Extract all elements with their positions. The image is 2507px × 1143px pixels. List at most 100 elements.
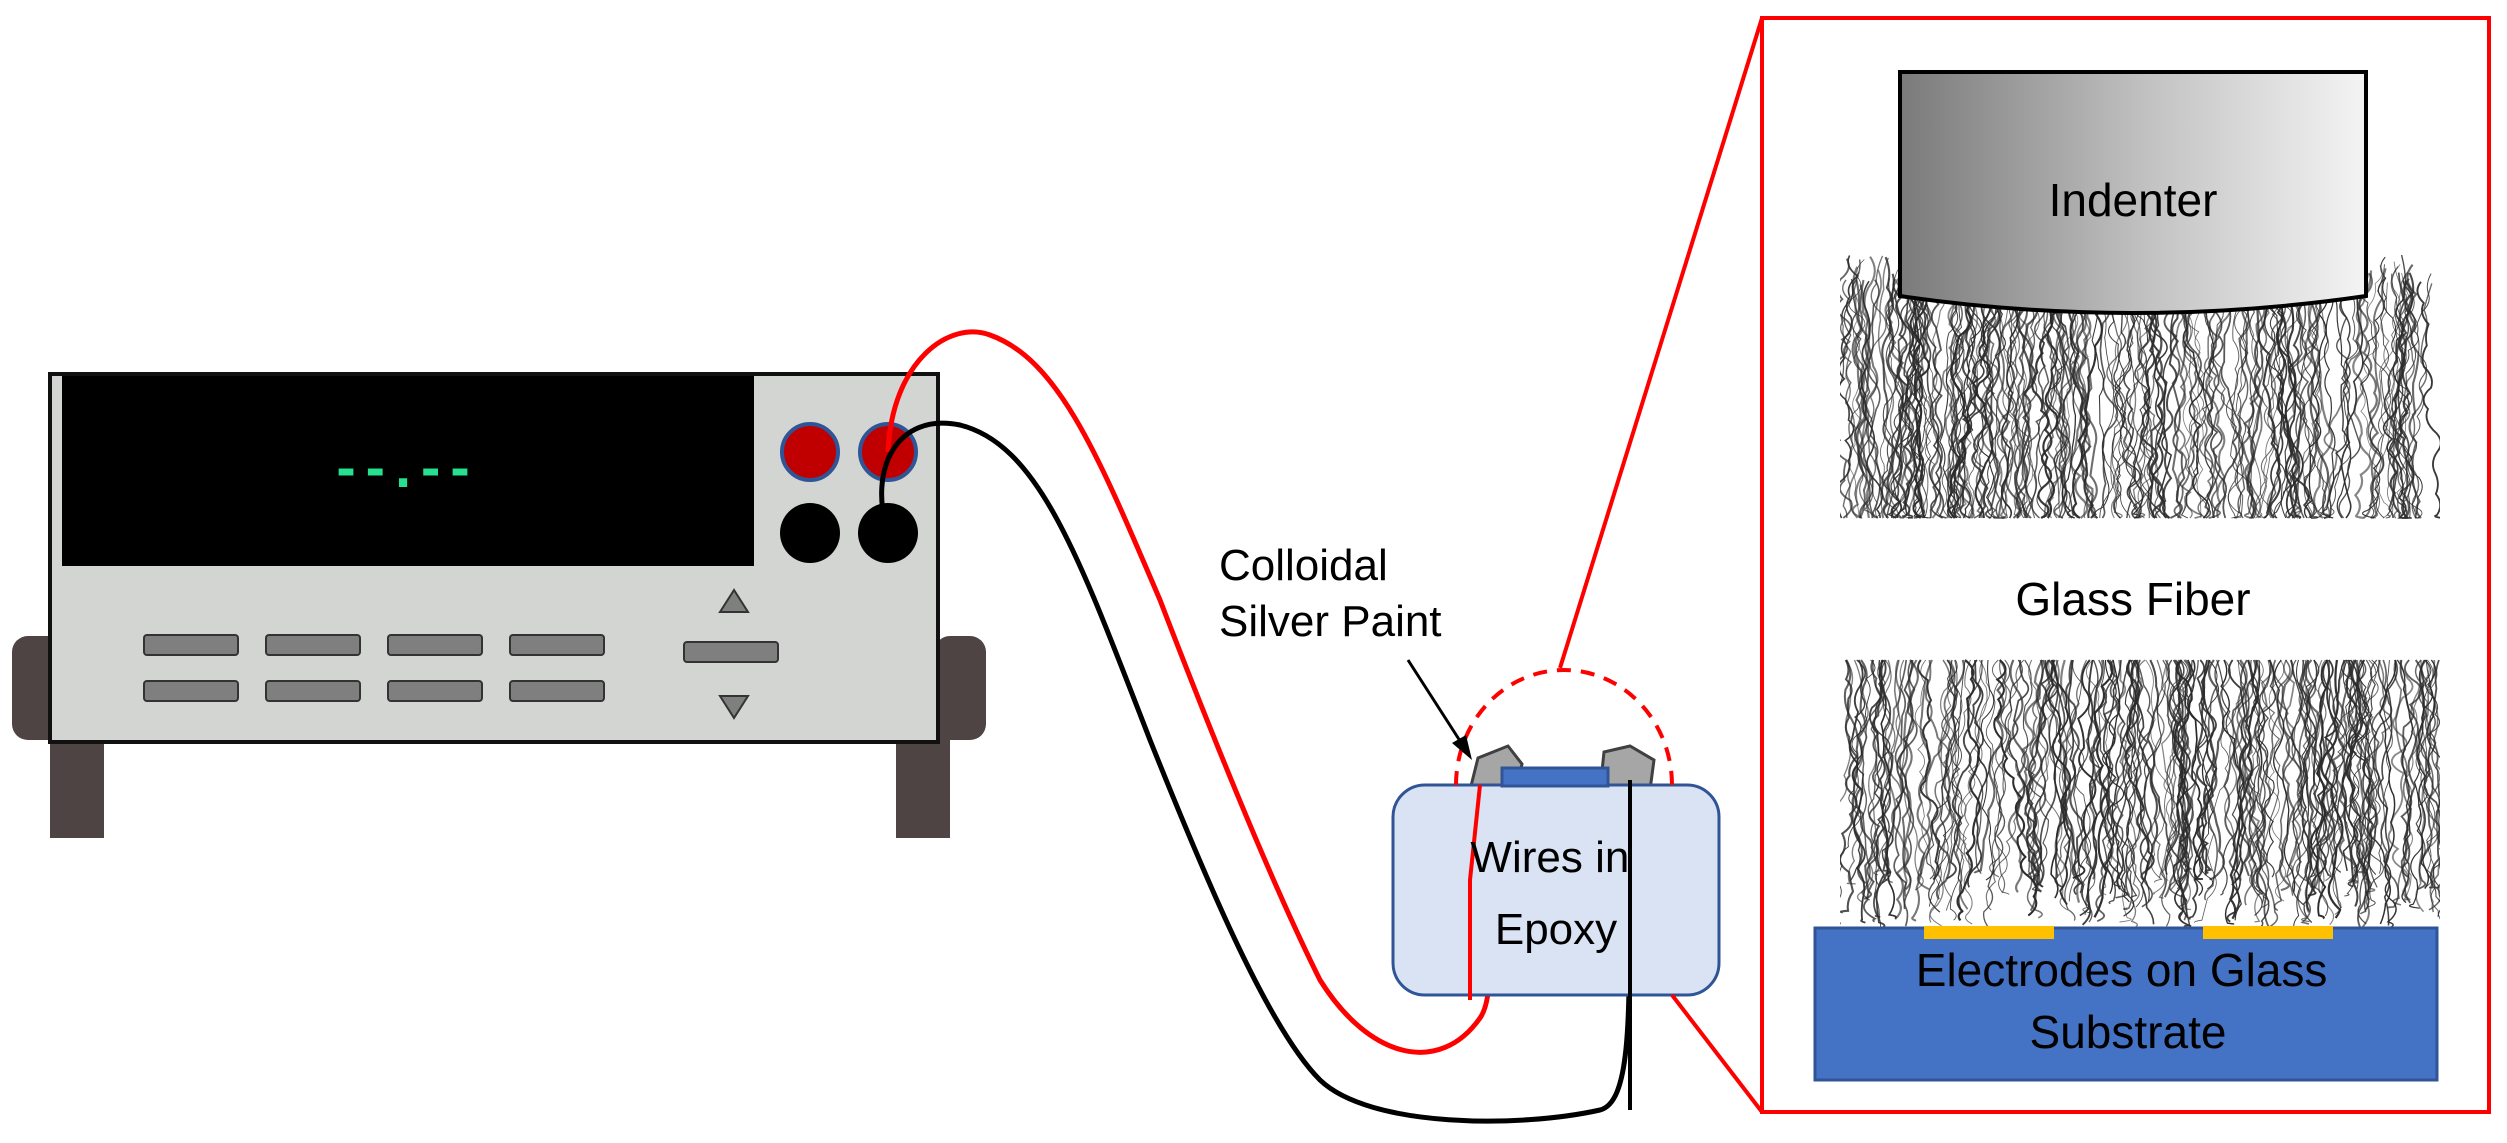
fiber-strand: [1870, 659, 1892, 927]
indenter-label: Indenter: [2049, 174, 2218, 226]
fiber-strand: [1984, 268, 2011, 519]
fiber-strand: [2140, 275, 2154, 519]
fiber-strand: [2119, 659, 2141, 923]
fiber-strand: [1917, 659, 1959, 880]
fiber-strand: [2125, 271, 2161, 519]
panel-button[interactable]: [509, 680, 605, 702]
fiber-strand: [2274, 269, 2312, 519]
fiber-strand: [2401, 271, 2427, 519]
fiber-strand: [1977, 273, 2006, 519]
display-readout: --.--: [336, 435, 479, 500]
fiber-strand: [1912, 263, 1928, 519]
panel-button[interactable]: [387, 634, 483, 656]
electrodes-label-line-1: Electrodes on Glass: [1916, 944, 2328, 996]
fiber-strand: [2053, 284, 2079, 519]
fiber-strand: [1916, 659, 1943, 891]
fiber-strand: [2276, 659, 2323, 899]
fiber-strand: [1928, 659, 1956, 923]
fiber-strand: [2359, 265, 2391, 519]
fiber-strand: [2323, 659, 2357, 878]
fiber-strand: [2336, 276, 2361, 519]
fiber-strand: [2099, 269, 2119, 519]
fiber-strand: [1941, 276, 1975, 519]
fiber-strand: [1947, 659, 1964, 913]
fiber-strand: [1973, 659, 2007, 874]
fiber-strand: [2169, 659, 2193, 891]
arrow-down-icon[interactable]: [718, 695, 750, 720]
glass-substrate: Electrodes on Glass Substrate: [1813, 926, 2439, 1082]
arrow-up-icon[interactable]: [718, 588, 750, 613]
fiber-strand: [2028, 659, 2069, 911]
fiber-strand: [1899, 659, 1918, 910]
fiber-strand: [2342, 659, 2379, 885]
fiber-strand: [2379, 264, 2401, 519]
fiber-strand: [2072, 659, 2103, 923]
fiber-strand: [1949, 659, 1964, 921]
fiber-strand: [2323, 275, 2359, 519]
fiber-strand: [2257, 659, 2280, 928]
glass-fiber-label: Glass Fiber: [2015, 573, 2250, 625]
fiber-strand: [2406, 264, 2422, 519]
sample-chip: [1500, 766, 1610, 788]
zoom-line-bottom: [1670, 993, 1764, 1114]
fiber-strand: [2177, 279, 2210, 519]
right-foot: [896, 730, 950, 838]
fiber-strand: [2385, 261, 2407, 519]
fiber-strand: [2414, 659, 2434, 890]
fiber-strand: [1953, 270, 1983, 519]
panel-button[interactable]: [265, 634, 361, 656]
fiber-strand: [2371, 659, 2400, 909]
fiber-strand: [1840, 659, 1854, 803]
panel-button[interactable]: [265, 680, 361, 702]
fiber-strand: [2084, 659, 2104, 880]
fiber-strand: [1928, 659, 1959, 913]
fiber-strand: [2236, 659, 2255, 881]
fiber-strand: [2320, 659, 2344, 919]
fiber-strand: [1848, 271, 1863, 519]
panel-button[interactable]: [143, 634, 239, 656]
panel-button[interactable]: [387, 680, 483, 702]
fiber-strand: [1851, 279, 1868, 519]
fiber-strand: [2403, 659, 2430, 901]
silver-paint-label-line-1: Colloidal: [1219, 541, 1388, 590]
fiber-strand: [2124, 659, 2154, 896]
red-test-lead: [885, 329, 1493, 1055]
fiber-strand: [1848, 659, 1866, 924]
fiber-strand: [2204, 279, 2225, 519]
fiber-strand: [2342, 659, 2359, 872]
zoom-line-top: [1558, 17, 1764, 669]
fiber-strand: [2189, 284, 2208, 519]
terminal-black-1[interactable]: [780, 503, 840, 563]
fiber-mat-bottom: [1840, 659, 2440, 931]
fiber-strand: [2007, 659, 2044, 893]
fiber-strand: [2396, 272, 2411, 519]
select-button[interactable]: [683, 641, 779, 663]
fiber-strand: [1849, 659, 1866, 882]
fiber-strand: [1949, 268, 1973, 519]
fiber-strand: [1840, 659, 1876, 925]
fiber-strand: [2331, 659, 2348, 873]
fiber-strand: [2158, 272, 2188, 519]
fiber-strand: [2317, 659, 2336, 882]
fiber-strand: [2302, 659, 2338, 906]
fiber-strand: [2344, 659, 2371, 897]
fiber-strand: [2263, 274, 2288, 519]
indenter-cylinder: [1898, 70, 2368, 315]
panel-button[interactable]: [509, 634, 605, 656]
fiber-strand: [1967, 659, 1984, 874]
fiber-strand: [2420, 659, 2440, 870]
fiber-strand: [1975, 269, 2003, 519]
terminal-red-1[interactable]: [780, 422, 840, 482]
fiber-strand: [2023, 659, 2050, 919]
fiber-strand: [1944, 659, 1974, 925]
electrodes-label-line-2: Substrate: [2030, 1006, 2227, 1058]
fiber-strand: [2311, 659, 2335, 926]
fiber-strand: [2147, 274, 2180, 519]
panel-button[interactable]: [143, 680, 239, 702]
fiber-strand: [1840, 278, 1854, 387]
silver-paint-arrow: [1406, 659, 1464, 745]
black-test-lead: [879, 420, 1633, 1124]
fiber-strand: [2195, 279, 2215, 519]
fiber-strand: [2223, 659, 2248, 873]
fiber-strand: [2054, 276, 2073, 519]
